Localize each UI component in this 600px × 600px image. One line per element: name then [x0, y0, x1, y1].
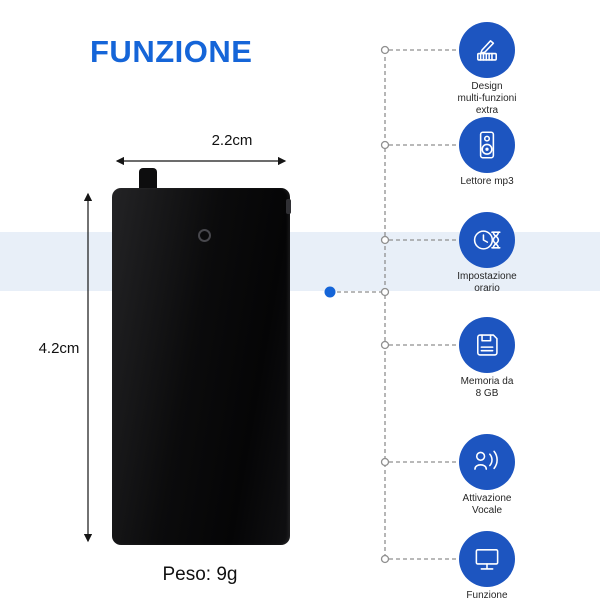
device-mic-hole: [198, 229, 211, 242]
feature-icon-circle: [459, 531, 515, 587]
feature-label: Lettore mp3: [460, 176, 514, 187]
weight-label: Peso: 9g: [162, 564, 238, 585]
feature-icon-circle: [459, 22, 515, 78]
width-dimension-label: 2.2cm: [211, 132, 253, 149]
device-side-notch: [286, 199, 291, 214]
time-setting-icon: [473, 230, 501, 250]
feature-label: Impostazione orario: [457, 271, 517, 295]
page-title: FUNZIONE: [90, 34, 253, 69]
feature-item-memory: Memoria da 8 GB: [427, 317, 547, 400]
height-dimension-label: 4.2cm: [38, 340, 80, 357]
device-top-button: [139, 168, 157, 192]
feature-label: Funzione Monitor: [466, 590, 508, 600]
branch-node: [380, 340, 390, 350]
feature-item-mp3: Lettore mp3: [427, 117, 547, 188]
feature-icon-circle: [459, 317, 515, 373]
branch-node: [380, 140, 390, 150]
mp3-player-icon: [479, 131, 495, 159]
feature-icon-circle: [459, 117, 515, 173]
memory-icon: [477, 334, 498, 356]
voice-recorder-device: [112, 188, 290, 545]
voice-activation-icon: [474, 450, 498, 470]
branch-node: [380, 457, 390, 467]
feature-item-design: Design multi-funzioni extra: [427, 22, 547, 118]
feature-item-voice-activation: Attivazione Vocale: [427, 434, 547, 517]
branch-node: [380, 45, 390, 55]
feature-label: Design multi-funzioni extra: [457, 81, 517, 117]
feature-label: Memoria da 8 GB: [460, 376, 514, 400]
branch-node: [380, 554, 390, 564]
feature-icon-circle: [459, 434, 515, 490]
feature-label: Attivazione Vocale: [462, 493, 512, 517]
feature-item-time-setting: Impostazione orario: [427, 212, 547, 295]
multi-function-design-icon: [477, 40, 497, 61]
feature-icon-circle: [459, 212, 515, 268]
feature-item-monitor: Funzione Monitor: [427, 531, 547, 600]
monitor-function-icon: [475, 549, 499, 570]
